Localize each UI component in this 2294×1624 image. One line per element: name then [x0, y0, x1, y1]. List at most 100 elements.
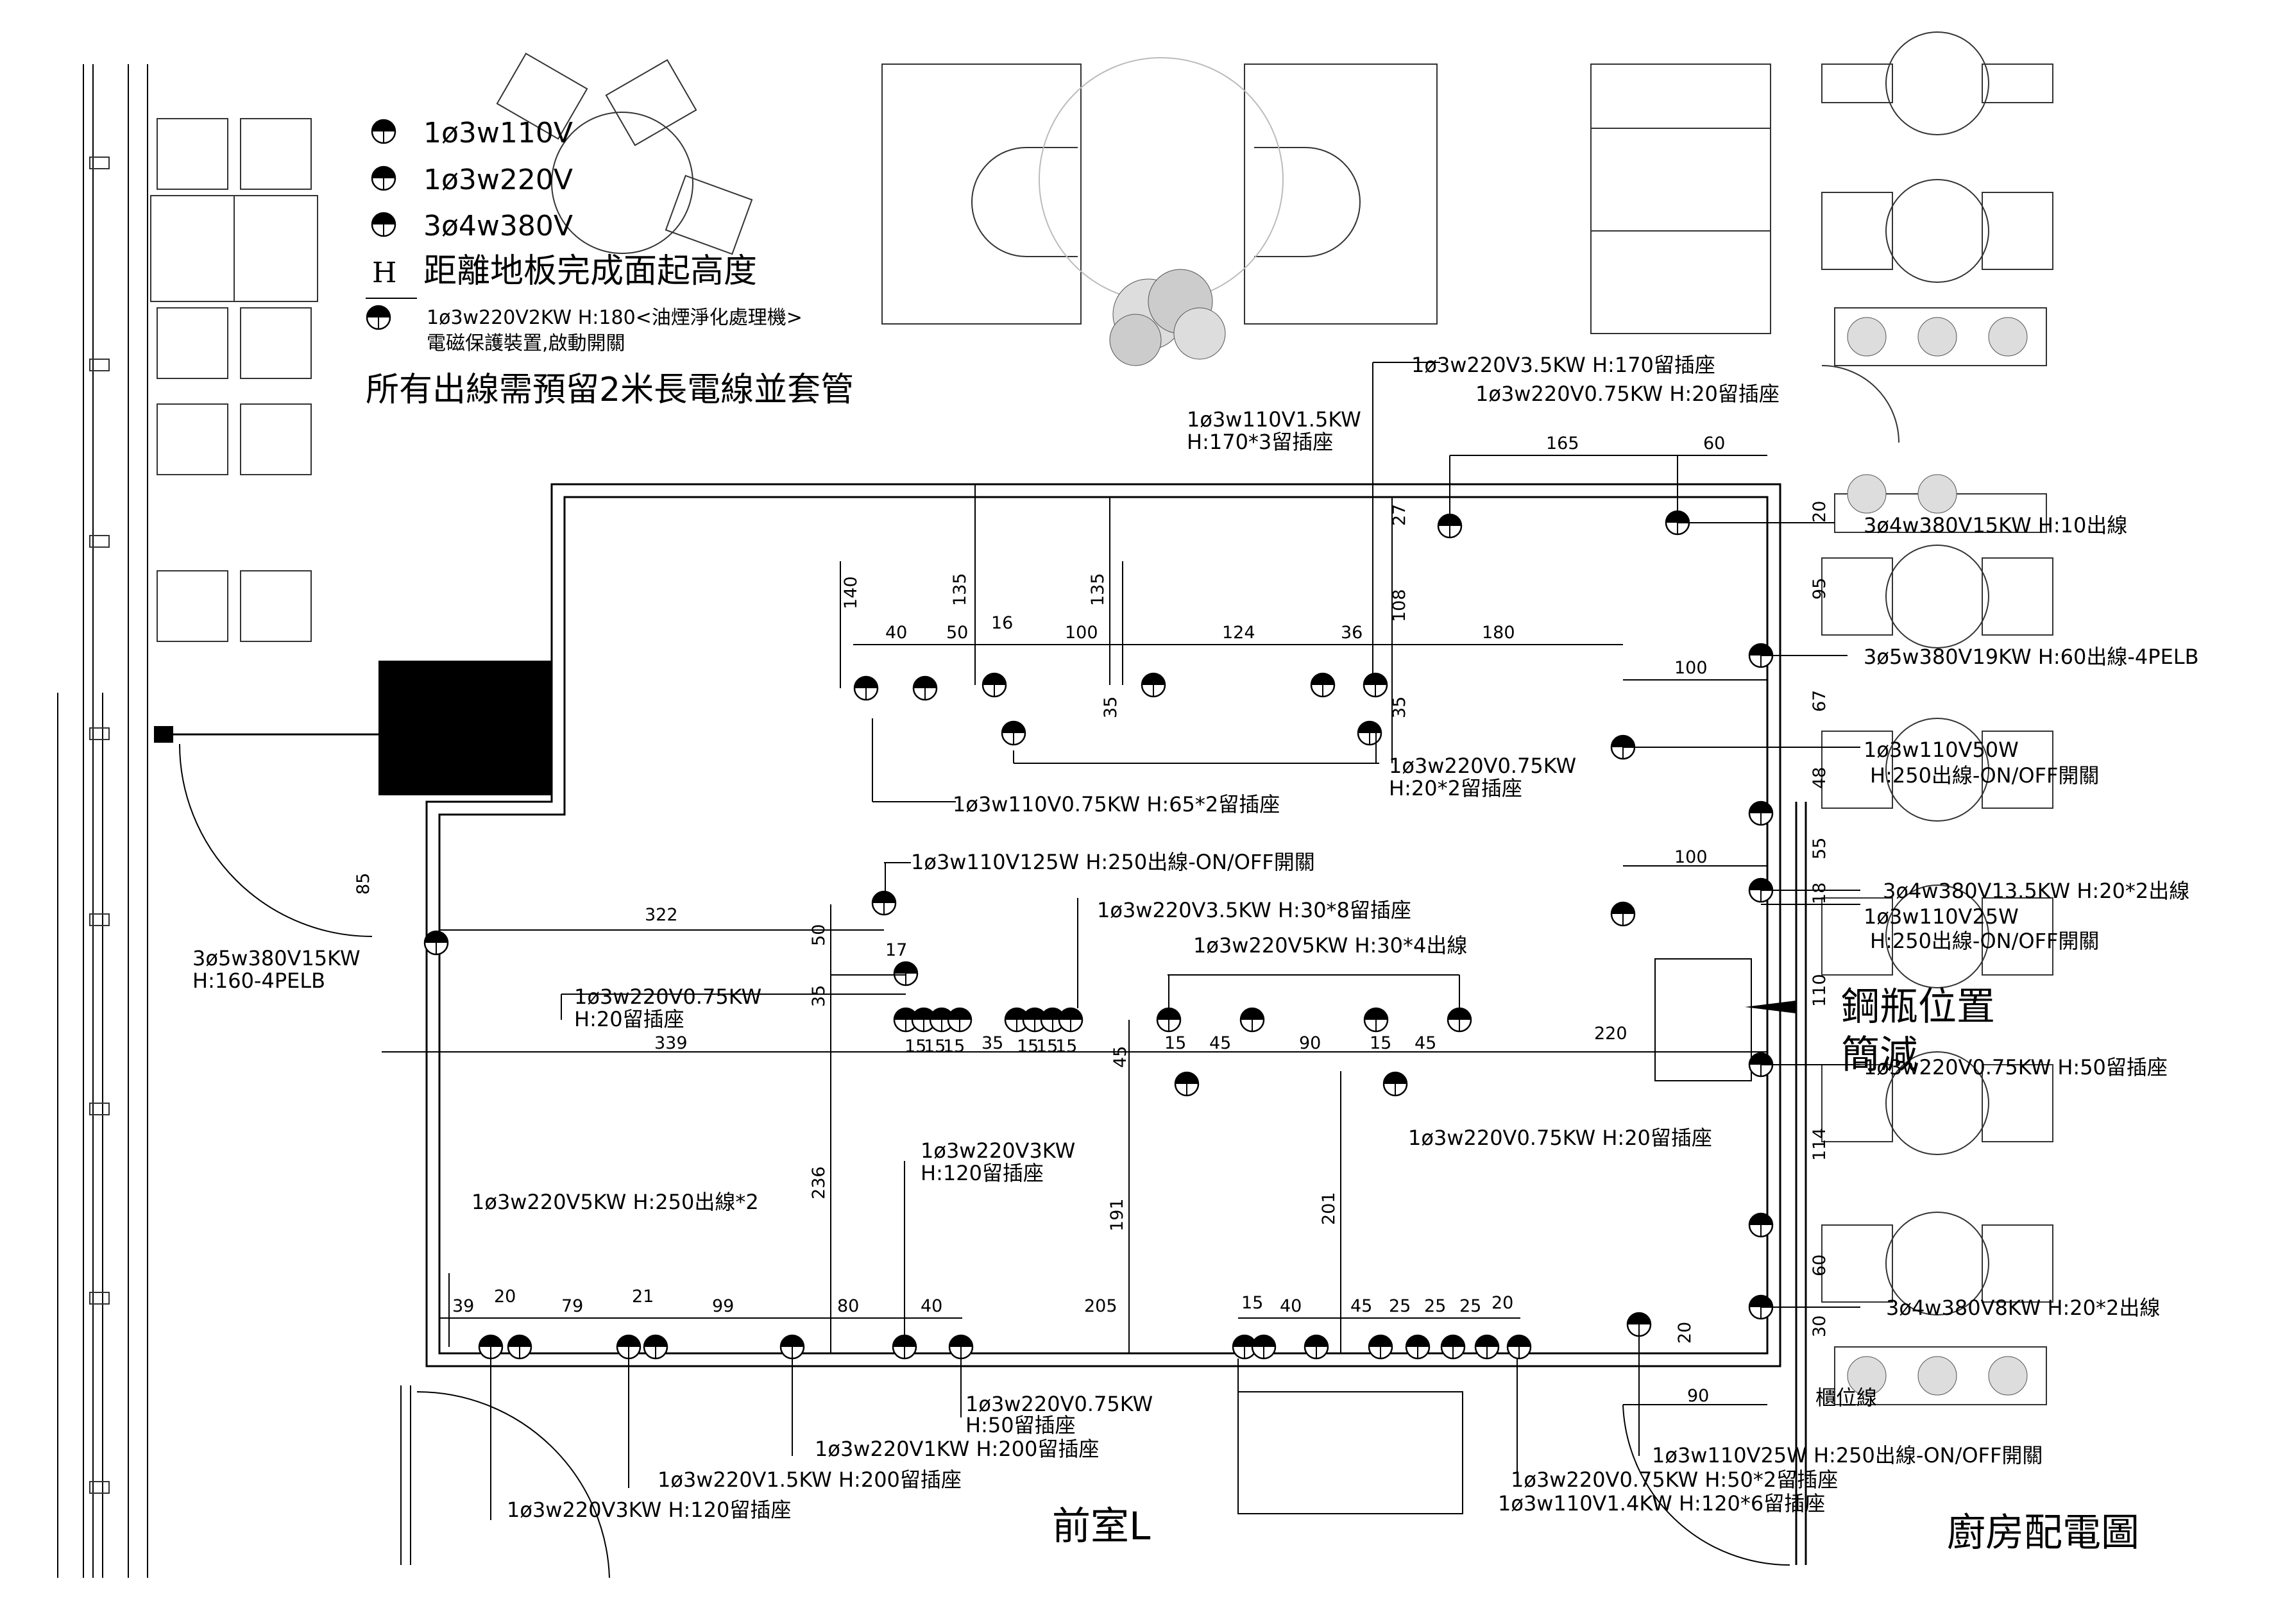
dim-text: 90 — [1687, 1386, 1709, 1406]
dim-text: 40 — [1280, 1296, 1302, 1316]
legend-item-2: 1ø3w220V — [423, 164, 573, 196]
circuit-label: 1ø3w110V0.75KW H:65*2留插座 — [953, 792, 1280, 816]
circuit-label: 1ø3w220V0.75KW H:50*2留插座 — [1511, 1468, 1838, 1492]
dim-text: 48 — [1810, 767, 1830, 789]
dim-text: 220 — [1594, 1024, 1627, 1044]
circuit-label: 3ø5w380V19KW H:60出線-4PELB — [1864, 645, 2199, 669]
dim-text: 35 — [981, 1033, 1003, 1053]
legend-item-1: 1ø3w110V — [423, 117, 573, 149]
dim-text: 165 — [1546, 434, 1579, 453]
dim-text: 191 — [1107, 1198, 1127, 1231]
circuit-label: H:250出線-ON/OFF開關 — [1870, 763, 2099, 788]
cylinder-label: 鋼瓶位置 — [1841, 985, 1995, 1029]
legend-hood-line2: 電磁保護裝置,啟動開關 — [427, 332, 625, 355]
circuit-label: 3ø5w380V15KW — [192, 946, 361, 970]
circuit-label: H:160-4PELB — [192, 968, 325, 993]
circuit-label: 1ø3w220V3.5KW H:30*8留插座 — [1097, 898, 1411, 922]
booth-seats-top — [881, 57, 1771, 366]
dim-text: 236 — [809, 1166, 829, 1199]
facade-lines — [57, 64, 148, 1578]
plant-decoration — [1109, 269, 1226, 366]
dim-text: 45 — [1110, 1046, 1130, 1068]
dim-text: 20 — [1491, 1293, 1513, 1313]
dim-text: 15 — [1164, 1033, 1186, 1053]
dim-text: 95 — [1810, 578, 1830, 600]
dim-text: 85 — [353, 873, 373, 895]
dim-text: 25 — [1389, 1296, 1411, 1316]
dim-text: 18 — [1810, 883, 1830, 904]
dim-text: 60 — [1703, 434, 1725, 453]
dim-text: 60 — [1810, 1255, 1830, 1276]
circuit-label: H:250出線-ON/OFF開關 — [1870, 929, 2099, 953]
dim-text: 55 — [1810, 838, 1830, 859]
dim-text: 100 — [1674, 658, 1708, 678]
dining-furniture-left — [150, 53, 753, 642]
circuit-label: 1ø3w110V25W H:250出線-ON/OFF開關 — [1652, 1443, 2043, 1468]
dim-text: 15 — [943, 1036, 965, 1056]
dim-text: 30 — [1810, 1315, 1830, 1337]
dim-text: 180 — [1482, 623, 1515, 643]
legend-note: 所有出線需預留2米長電線並套管 — [366, 371, 854, 409]
circuit-label: 1ø3w220V0.75KW — [1389, 754, 1576, 778]
dim-text: 15 — [905, 1036, 926, 1056]
dim-text: 90 — [1299, 1033, 1321, 1053]
circuit-label: 1ø3w220V0.75KW H:20留插座 — [1408, 1126, 1712, 1150]
facade-ticks — [89, 156, 110, 1494]
dim-text: 40 — [921, 1296, 942, 1316]
dim-text: 15 — [1055, 1036, 1077, 1056]
dim-text: 25 — [1424, 1296, 1446, 1316]
cylinder-label-2: 簡減 — [1841, 1033, 1918, 1078]
dim-text: 201 — [1319, 1192, 1339, 1225]
room-labels: 鋼瓶位置 簡減 櫃位線 前室L 廚房配電圖 — [1052, 985, 2139, 1555]
dim-text: 21 — [632, 1287, 654, 1307]
circuit-label: H:170*3留插座 — [1187, 430, 1333, 454]
dining-furniture-right — [1821, 31, 2053, 1405]
dim-text: 27 — [1389, 504, 1409, 526]
exhaust-hood — [154, 661, 552, 937]
dim-text: 100 — [1674, 847, 1708, 867]
kitchen-walls — [400, 483, 1807, 1578]
circuit-label: 1ø3w220V0.75KW H:50留插座 — [1864, 1055, 2168, 1079]
dim-text: 20 — [494, 1287, 516, 1307]
dim-text: 15 — [1370, 1033, 1391, 1053]
dim-text: 339 — [654, 1033, 688, 1053]
legend-hood-line1: 1ø3w220V2KW H:180<油煙淨化處理機> — [427, 307, 803, 329]
dim-text: 15 — [1017, 1036, 1039, 1056]
dim-text: 39 — [452, 1296, 474, 1316]
circuit-label: 1ø3w220V0.75KW H:20留插座 — [1475, 382, 1780, 406]
dim-text: 140 — [841, 576, 861, 609]
circuit-label: 1ø3w110V1.4KW H:120*6留插座 — [1498, 1491, 1825, 1516]
circuit-label: H:20*2留插座 — [1389, 776, 1522, 800]
dim-text: 114 — [1810, 1128, 1830, 1161]
circuit-label: 3ø4w380V13.5KW H:20*2出線 — [1883, 879, 2189, 903]
dim-text: 124 — [1222, 623, 1255, 643]
page-title: 廚房配電圖 — [1947, 1510, 2139, 1555]
dim-text: 99 — [712, 1296, 734, 1316]
legend-h-desc: 距離地板完成面起高度 — [423, 252, 757, 291]
dim-text: 108 — [1389, 589, 1409, 622]
room-label: 前室L — [1052, 1504, 1151, 1549]
dim-text: 67 — [1810, 690, 1830, 712]
dim-text: 205 — [1084, 1296, 1117, 1316]
dim-text: 15 — [924, 1036, 946, 1056]
circuit-label: 1ø3w220V5KW H:30*4出線 — [1193, 933, 1467, 958]
circuit-label: H:20留插座 — [574, 1007, 684, 1031]
dim-text: 45 — [1209, 1033, 1231, 1053]
legend-h-symbol: H — [372, 257, 396, 289]
dim-text: 17 — [885, 940, 907, 960]
circuit-label: 1ø3w110V1.5KW — [1187, 407, 1361, 432]
dim-text: 135 — [950, 573, 970, 606]
dim-text: 50 — [946, 623, 968, 643]
dim-text: 322 — [645, 905, 678, 925]
outlets — [423, 510, 1774, 1360]
dim-text: 20 — [1675, 1322, 1695, 1344]
circuit-label: 1ø3w220V0.75KW — [574, 985, 761, 1009]
circuit-label: 1ø3w110V50W — [1864, 738, 2019, 762]
circuit-label: 1ø3w220V1.5KW H:200留插座 — [658, 1468, 962, 1492]
circuit-label: 3ø4w380V8KW H:20*2出線 — [1886, 1296, 2160, 1320]
legend: 1ø3w110V 1ø3w220V 3ø4w380V H 距離地板完成面起高度 … — [366, 117, 854, 409]
circuit-labels: 1ø3w220V3.5KW H:170留插座 1ø3w220V0.75KW H:… — [192, 353, 2199, 1522]
circuit-label: 1ø3w110V125W H:250出線-ON/OFF開關 — [911, 850, 1315, 874]
circuit-label: H:120留插座 — [921, 1161, 1044, 1185]
